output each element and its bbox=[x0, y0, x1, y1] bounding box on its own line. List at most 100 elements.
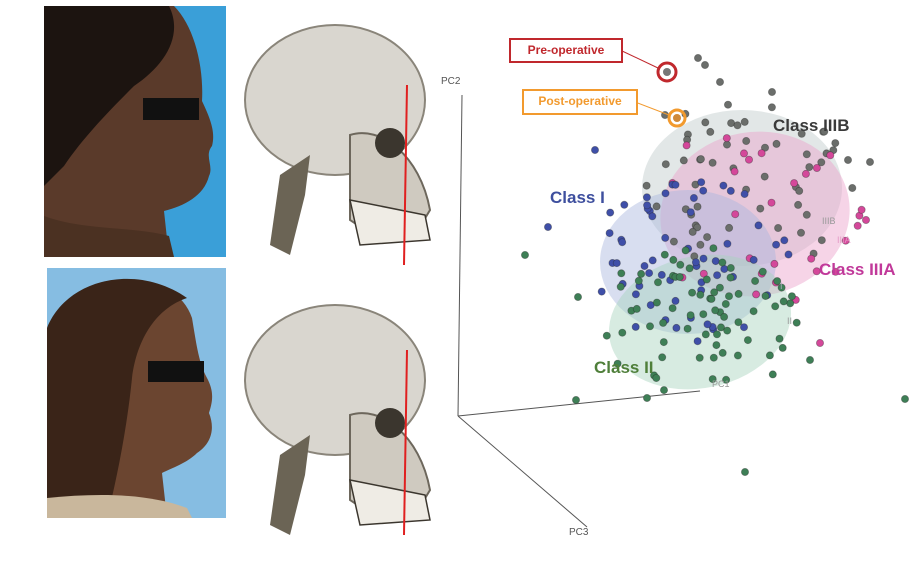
data-point-class-iiia bbox=[757, 149, 766, 158]
data-point-class-ii bbox=[720, 312, 729, 321]
data-point-class-ii bbox=[741, 467, 750, 476]
data-point-class-ii bbox=[521, 250, 530, 259]
data-point-class-ii bbox=[725, 292, 734, 301]
data-point-class-ii bbox=[758, 267, 767, 276]
data-point-class-iiia bbox=[841, 236, 850, 245]
ellipse-class-iiia bbox=[660, 131, 850, 297]
data-point-class-ii bbox=[660, 250, 669, 259]
ellipse-tag-i: I bbox=[780, 281, 783, 291]
data-point-class-i bbox=[645, 269, 654, 278]
data-point-class-ii bbox=[616, 282, 625, 291]
data-point-class-ii bbox=[708, 375, 717, 384]
data-point-class-iiib bbox=[831, 139, 840, 148]
data-point-class-iiia bbox=[853, 221, 862, 230]
data-point-class-i bbox=[591, 145, 600, 154]
data-point-class-ii bbox=[681, 246, 690, 255]
class-ii-label: Class II bbox=[594, 358, 654, 377]
data-point-class-ii bbox=[773, 277, 782, 286]
data-point-class-i bbox=[671, 180, 680, 189]
data-point-class-ii bbox=[701, 330, 710, 339]
data-point-class-ii bbox=[686, 311, 695, 320]
data-point-class-iiib bbox=[817, 236, 826, 245]
data-point-class-iiia bbox=[812, 163, 821, 172]
class-iiib-label: Class IIIB bbox=[773, 116, 850, 135]
data-point-class-iiib bbox=[802, 210, 811, 219]
data-point-class-iiia bbox=[816, 338, 825, 347]
data-point-class-ii bbox=[707, 294, 716, 303]
data-point-class-iiib bbox=[696, 240, 705, 249]
pc3-axis-line bbox=[457, 415, 588, 528]
data-point-class-i bbox=[780, 236, 789, 245]
data-point-class-iiib bbox=[866, 157, 875, 166]
axis-label-pc3: PC3 bbox=[569, 527, 589, 538]
data-point-class-ii bbox=[806, 355, 815, 364]
data-point-class-iiib bbox=[794, 200, 803, 209]
data-point-class-i bbox=[720, 264, 729, 273]
data-point-class-ii bbox=[718, 258, 727, 267]
pre-operative-label: Pre-operative bbox=[509, 38, 623, 63]
data-point-class-iiib bbox=[761, 143, 770, 152]
ellipse-tag-iiia: IIIA bbox=[837, 235, 851, 245]
data-point-class-ii bbox=[613, 359, 622, 368]
data-point-class-ii bbox=[771, 302, 780, 311]
data-point-class-i bbox=[661, 233, 670, 242]
data-point-class-iiib bbox=[701, 61, 710, 70]
data-point-class-i bbox=[740, 189, 749, 198]
data-point-class-iiib bbox=[703, 233, 712, 242]
data-point-class-i bbox=[631, 290, 640, 299]
data-point-class-ii bbox=[751, 276, 760, 285]
data-point-class-i bbox=[699, 254, 708, 263]
data-point-class-ii bbox=[688, 288, 697, 297]
data-point-class-i bbox=[605, 229, 614, 238]
data-point-class-ii bbox=[646, 322, 655, 331]
data-point-class-ii bbox=[602, 331, 611, 340]
data-point-class-iiib bbox=[693, 223, 702, 232]
data-point-class-iiib bbox=[716, 78, 725, 87]
data-point-class-iiia bbox=[801, 169, 810, 178]
data-point-class-ii bbox=[685, 264, 694, 273]
data-point-class-iiib bbox=[797, 129, 806, 138]
data-point-class-ii bbox=[652, 298, 661, 307]
data-point-class-ii bbox=[696, 290, 705, 299]
data-point-class-i bbox=[612, 259, 621, 268]
data-point-class-i bbox=[726, 186, 735, 195]
data-point-class-ii bbox=[652, 373, 661, 382]
data-point-class-ii bbox=[702, 275, 711, 284]
data-point-class-i bbox=[740, 323, 749, 332]
data-point-class-iiia bbox=[790, 179, 799, 188]
data-point-class-iiia bbox=[731, 210, 740, 219]
data-point-class-ii bbox=[709, 244, 718, 253]
data-point-class-i bbox=[661, 189, 670, 198]
data-point-class-i bbox=[772, 240, 781, 249]
data-point-class-ii bbox=[659, 318, 668, 327]
data-point-class-i bbox=[631, 322, 640, 331]
post-operative-marker-ring bbox=[667, 108, 687, 128]
data-point-class-i bbox=[643, 201, 652, 210]
data-point-class-i bbox=[657, 270, 666, 279]
data-point-class-iiia bbox=[857, 205, 866, 214]
data-point-class-iiib bbox=[797, 228, 806, 237]
data-point-class-i bbox=[699, 186, 708, 195]
data-point-class-i bbox=[719, 181, 728, 190]
pre-operative-point bbox=[663, 68, 671, 76]
data-point-class-iiib bbox=[802, 150, 811, 159]
data-point-class-ii bbox=[715, 283, 724, 292]
data-point-class-iiib bbox=[693, 202, 702, 211]
data-point-class-iiib bbox=[774, 223, 783, 232]
data-point-class-i bbox=[597, 287, 606, 296]
data-point-class-iiib bbox=[696, 155, 705, 164]
data-point-class-i bbox=[686, 208, 695, 217]
data-point-class-iiia bbox=[812, 267, 821, 276]
data-point-class-ii bbox=[901, 394, 910, 403]
data-point-class-iiia bbox=[699, 269, 708, 278]
data-point-class-ii bbox=[723, 326, 732, 335]
data-point-class-ii bbox=[765, 351, 774, 360]
data-point-class-i bbox=[618, 238, 627, 247]
class-i-label: Class I bbox=[550, 188, 605, 207]
data-point-class-i bbox=[642, 193, 651, 202]
data-point-class-iiib bbox=[642, 181, 651, 190]
data-point-class-iiib bbox=[740, 117, 749, 126]
data-point-class-ii bbox=[743, 336, 752, 345]
axis-label-pc1: PC1 bbox=[712, 379, 730, 389]
